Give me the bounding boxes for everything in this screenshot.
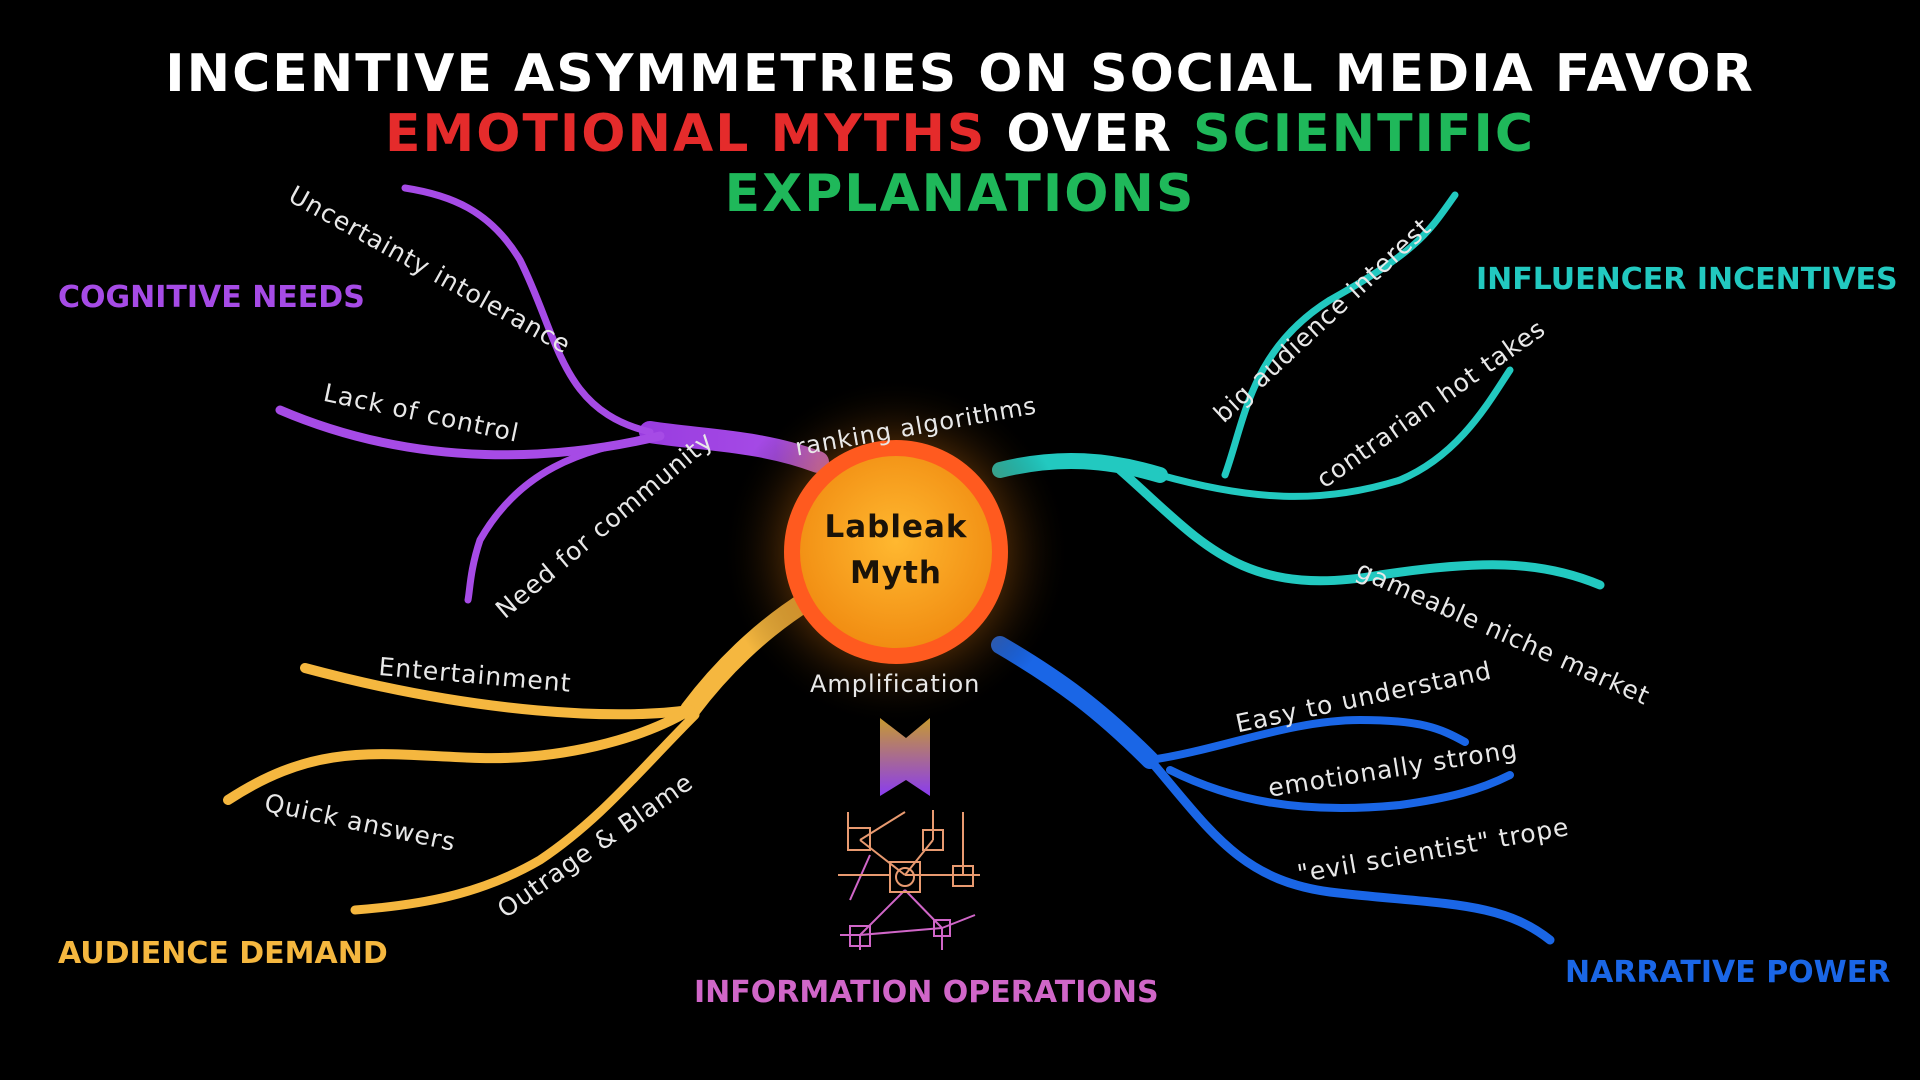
- title-line-1: INCENTIVE ASYMMETRIES ON SOCIAL MEDIA FA…: [165, 44, 1755, 104]
- arrow-up-icon: [880, 718, 930, 796]
- center-line-1: Lableak: [824, 509, 968, 545]
- center-line-2: Myth: [850, 555, 942, 591]
- influencer-branch-niche: [1115, 465, 1605, 590]
- cognitive-branch-community: [464, 434, 654, 604]
- narrative-branch-emotional: [1166, 766, 1514, 813]
- category-influencer-incentives: INFLUENCER INCENTIVES: [1476, 262, 1898, 297]
- category-cognitive-needs: COGNITIVE NEEDS: [58, 280, 365, 315]
- audience-branch-entertainment: [300, 663, 695, 720]
- title-line-3: EXPLANATIONS: [724, 164, 1196, 224]
- title-over: OVER: [986, 104, 1194, 164]
- audience-branches: [223, 590, 818, 915]
- audience-branch-outrage: [350, 710, 700, 915]
- audience-branch-quick: [223, 705, 695, 805]
- influencer-branch-audience: [1221, 191, 1459, 479]
- influencer-branches: [992, 191, 1605, 590]
- influencer-branch-hottakes: [1156, 366, 1514, 500]
- category-information-operations: INFORMATION OPERATIONS: [694, 975, 1159, 1010]
- title-line-2: EMOTIONAL MYTHS OVER SCIENTIFIC: [0, 104, 1920, 164]
- narrative-branch-trope: [1145, 755, 1555, 945]
- title-scientific: SCIENTIFIC: [1193, 104, 1536, 164]
- category-narrative-power: NARRATIVE POWER: [1565, 955, 1891, 990]
- narrative-branch-easy: [1146, 715, 1469, 764]
- hub-label-amplification: Amplification: [810, 670, 981, 698]
- center-label: Lableak Myth: [796, 504, 996, 596]
- hub-circle: [784, 440, 1008, 664]
- center-hub: [721, 377, 1071, 727]
- title-emotional-myths: EMOTIONAL MYTHS: [384, 104, 987, 164]
- cognitive-branch-uncertainty: [401, 184, 654, 436]
- network-icon: [838, 810, 980, 950]
- category-audience-demand: AUDIENCE DEMAND: [58, 936, 388, 971]
